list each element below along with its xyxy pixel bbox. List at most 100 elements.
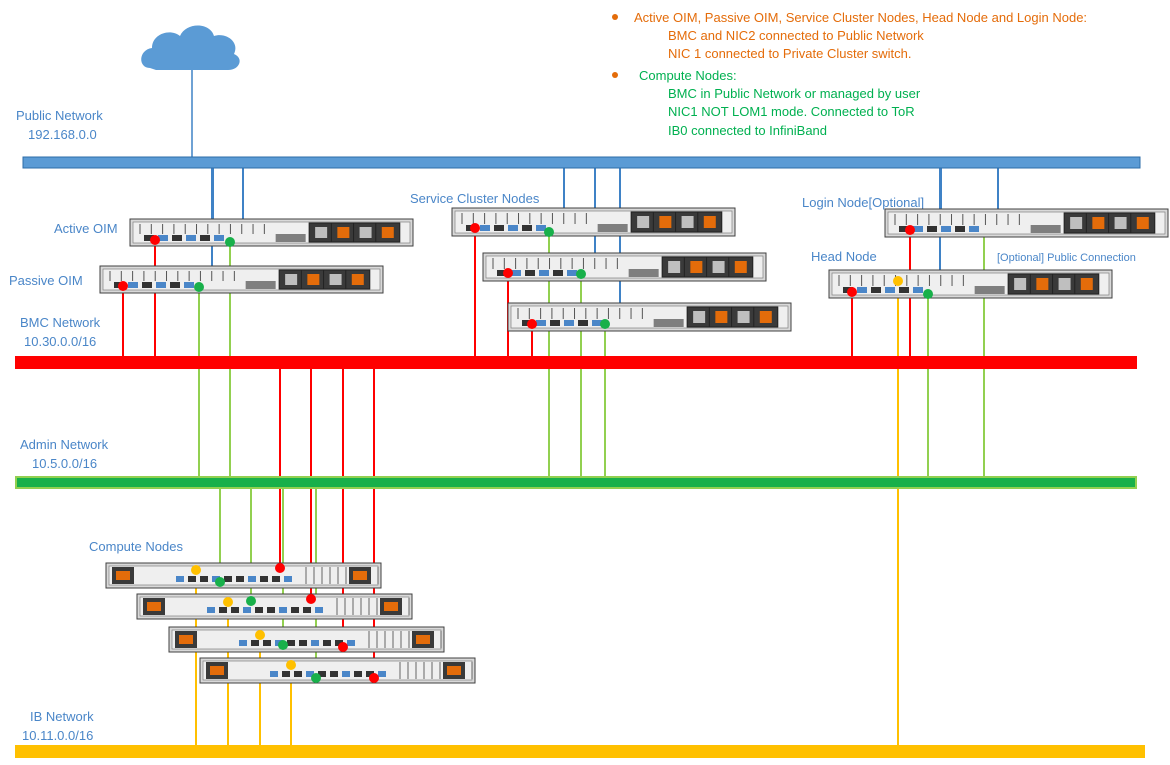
- port-dot: [503, 268, 513, 278]
- port: [592, 320, 602, 326]
- port: [871, 287, 881, 293]
- port: [184, 282, 194, 288]
- nic-block: [597, 224, 628, 232]
- compute-node-server: [168, 626, 445, 653]
- port: [303, 607, 311, 613]
- service-node-server: [482, 252, 767, 282]
- psu-handle: [381, 227, 394, 238]
- port-dot: [600, 319, 610, 329]
- port: [550, 320, 560, 326]
- nic-block: [653, 319, 684, 327]
- port-dot: [223, 597, 233, 607]
- admin-network-label: Admin Network: [20, 437, 109, 452]
- port: [279, 607, 287, 613]
- port: [224, 576, 232, 582]
- port: [128, 282, 138, 288]
- note-line: IB0 connected to InfiniBand: [668, 123, 827, 138]
- nic-block: [245, 281, 276, 289]
- bmc-network-bar: [15, 356, 1137, 369]
- port: [200, 576, 208, 582]
- port: [299, 640, 307, 646]
- public-network-label: Public Network: [16, 108, 103, 123]
- psu-handle: [179, 635, 193, 644]
- port: [347, 640, 355, 646]
- port: [287, 640, 295, 646]
- ib-network-label: IB Network: [30, 709, 94, 724]
- port: [885, 287, 895, 293]
- port: [913, 287, 923, 293]
- port: [323, 640, 331, 646]
- port: [200, 235, 210, 241]
- port: [294, 671, 302, 677]
- notes: Active OIM, Passive OIM, Service Cluster…: [612, 10, 1087, 138]
- port: [291, 607, 299, 613]
- psu-handle: [737, 311, 750, 323]
- psu-handle: [637, 216, 650, 228]
- psu-handle: [1092, 217, 1105, 229]
- port: [857, 287, 867, 293]
- port: [243, 607, 251, 613]
- port: [480, 225, 490, 231]
- compute-node-server: [105, 562, 382, 589]
- psu-handle: [285, 274, 298, 285]
- port-dot: [576, 269, 586, 279]
- port: [564, 320, 574, 326]
- note-line: BMC and NIC2 connected to Public Network: [668, 28, 924, 43]
- port-dot: [275, 563, 285, 573]
- public-network-bar: [22, 156, 1141, 169]
- active-oim-server: [129, 218, 414, 247]
- port-dots: [118, 223, 933, 683]
- port: [941, 226, 951, 232]
- port: [318, 671, 326, 677]
- psu-handle: [447, 666, 461, 675]
- port: [255, 607, 263, 613]
- psu-handle: [734, 261, 747, 273]
- port: [494, 225, 504, 231]
- port-dot: [286, 660, 296, 670]
- port-dot: [150, 235, 160, 245]
- port: [553, 270, 563, 276]
- port-dot: [246, 596, 256, 606]
- port: [913, 226, 923, 232]
- psu-handle: [329, 274, 342, 285]
- port: [142, 282, 152, 288]
- bmc-network-label: BMC Network: [20, 315, 101, 330]
- psu-handle: [1114, 217, 1127, 229]
- nic-block: [275, 234, 306, 242]
- port-dot: [905, 225, 915, 235]
- psu-handle: [690, 261, 703, 273]
- psu-handle: [210, 666, 224, 675]
- service-node-server: [507, 302, 792, 332]
- nic-block: [974, 286, 1005, 294]
- head-node-label: Head Node: [811, 249, 877, 264]
- port-dot: [311, 673, 321, 683]
- psu-handle: [315, 227, 328, 238]
- cloud-icon: [141, 25, 240, 158]
- port: [522, 225, 532, 231]
- port: [330, 671, 338, 677]
- psu-handle: [659, 216, 672, 228]
- port: [522, 320, 532, 326]
- port: [251, 640, 259, 646]
- port: [156, 282, 166, 288]
- port: [539, 270, 549, 276]
- port: [899, 287, 909, 293]
- psu-handle: [351, 274, 364, 285]
- psu-handle: [759, 311, 772, 323]
- psu-handle: [384, 602, 398, 611]
- compute-nodes-label: Compute Nodes: [89, 539, 183, 554]
- note-line: NIC 1 connected to Private Cluster switc…: [668, 46, 912, 61]
- port: [188, 576, 196, 582]
- port: [172, 235, 182, 241]
- psu-handle: [353, 571, 367, 580]
- bullet-icon: [612, 14, 618, 20]
- port: [272, 576, 280, 582]
- active-oim-label: Active OIM: [54, 221, 118, 236]
- psu-handle: [359, 227, 372, 238]
- bmc-network-subnet: 10.30.0.0/16: [24, 334, 96, 349]
- port-dot: [306, 594, 316, 604]
- port-dot: [369, 673, 379, 683]
- psu-handle: [1136, 217, 1149, 229]
- port: [497, 270, 507, 276]
- port: [311, 640, 319, 646]
